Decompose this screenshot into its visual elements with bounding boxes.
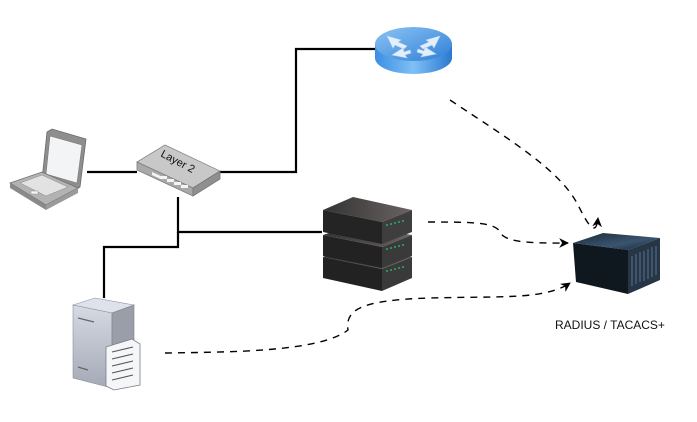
link-switch-fileserver [102,232,180,298]
network-device-stack-icon[interactable] [323,197,412,291]
layer2-switch-icon[interactable]: Layer 2 [136,144,221,197]
document-icon [105,338,141,391]
router-icon[interactable] [375,27,452,74]
link-switch-stack [176,197,322,234]
aaa-server-label: RADIUS / TACACS+ [555,318,665,332]
link-fileserver-aaa [164,282,571,354]
dashed-links [164,99,602,354]
laptop-icon[interactable] [9,128,87,210]
file-server-icon[interactable] [71,297,141,391]
solid-links [87,47,375,298]
link-router-aaa [449,99,602,229]
link-switch-router [220,47,375,174]
stack-unit-1 [323,197,412,244]
aaa-server-icon[interactable] [573,233,660,294]
link-stack-aaa [427,221,569,248]
